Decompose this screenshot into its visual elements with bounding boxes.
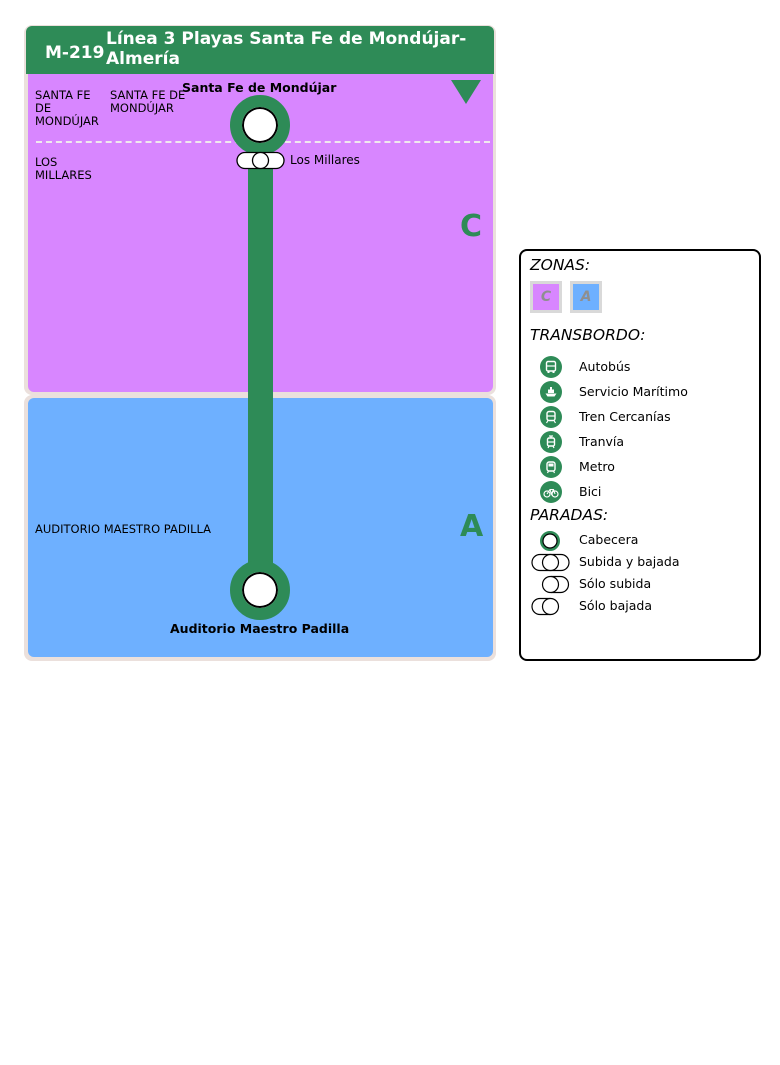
legend-stops-heading: PARADAS: xyxy=(530,506,609,524)
tram-icon xyxy=(540,431,562,453)
direction-arrow-icon xyxy=(451,80,481,104)
stop-label-auditorio: Auditorio Maestro Padilla xyxy=(170,621,350,636)
stop-label-santa-fe: Santa Fe de Mondújar xyxy=(182,80,337,95)
boarding-alighting-icon xyxy=(531,553,570,572)
stop-type-label-boarding-only: Sólo subida xyxy=(579,576,652,591)
municipality-label-santa-fe-2: SANTA FE DE MONDÚJAR xyxy=(110,88,186,115)
legend-transfer-heading: TRANSBORDO: xyxy=(530,326,646,344)
train-icon xyxy=(540,406,562,428)
legend-zones-heading: ZONAS: xyxy=(530,256,591,274)
transfer-label-bike: Bici xyxy=(579,484,602,499)
boarding-alighting-stop-icon[interactable] xyxy=(236,151,286,170)
transfer-label-train: Tren Cercanías xyxy=(579,409,671,424)
transfer-label-ship: Servicio Marítimo xyxy=(579,384,688,399)
zone-c-letter: C xyxy=(460,209,483,244)
stop-label-los-millares: Los Millares xyxy=(290,153,360,167)
stop-type-label-boarding-alighting: Subida y bajada xyxy=(579,554,680,569)
line-name: Línea 3 Playas Santa Fe de Mondújar-Alme… xyxy=(106,29,467,69)
municipality-label-los-millares: LOS MILLARES xyxy=(35,155,92,182)
municipality-label-santa-fe: SANTA FE DE MONDÚJAR xyxy=(35,88,99,128)
legend-panel: ZONAS: C A TRANSBORDO: Autobús Servicio … xyxy=(519,249,761,661)
terminus-icon xyxy=(540,531,560,551)
municipality-label-auditorio: AUDITORIO MAESTRO PADILLA xyxy=(35,522,212,536)
terminus-stop-santa-fe[interactable] xyxy=(230,95,290,155)
transfer-label-metro: Metro xyxy=(579,459,615,474)
metro-icon xyxy=(540,456,562,478)
transfer-label-tram: Tranvía xyxy=(579,434,625,449)
bus-icon xyxy=(540,356,562,378)
stop-type-label-alighting-only: Sólo bajada xyxy=(579,598,652,613)
zone-swatch-c: C xyxy=(530,281,562,313)
stop-type-label-terminus: Cabecera xyxy=(579,532,639,547)
alighting-only-icon xyxy=(531,597,560,616)
bike-icon xyxy=(540,481,562,503)
transfer-label-bus: Autobús xyxy=(579,359,631,374)
boarding-only-icon xyxy=(541,575,570,594)
line-code: M-219 xyxy=(45,43,105,63)
zone-a-letter: A xyxy=(460,509,484,544)
ship-icon xyxy=(540,381,562,403)
terminus-stop-auditorio[interactable] xyxy=(230,560,290,620)
line-header: M-219 Línea 3 Playas Santa Fe de Mondúja… xyxy=(26,26,494,74)
route-line xyxy=(248,126,273,591)
zone-swatch-a: A xyxy=(570,281,602,313)
